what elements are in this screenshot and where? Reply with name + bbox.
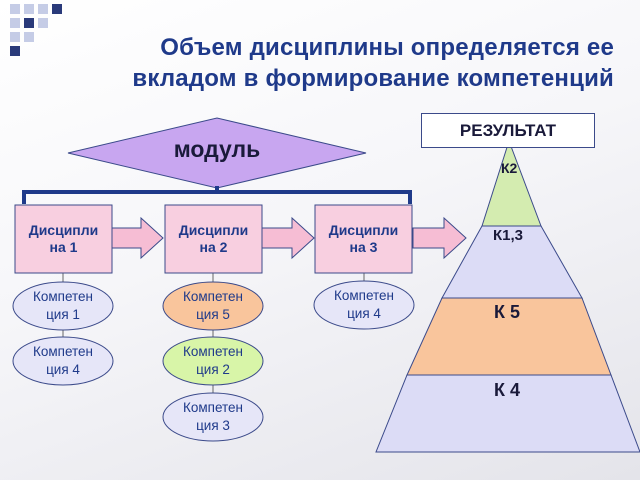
- slide-title-line2: вкладом в формирование компетенций: [132, 65, 614, 92]
- discipline-label-2: Дисципли на 2: [178, 222, 249, 255]
- result-box: РЕЗУЛЬТАТ: [421, 113, 595, 148]
- decor-square: [24, 18, 34, 28]
- pyramid-level-k2: [481, 139, 542, 227]
- decor-square: [38, 18, 48, 28]
- slide-title-line1: Объем дисциплины определяется ее: [160, 34, 614, 61]
- decor-square: [10, 32, 20, 42]
- competency-oval: [162, 336, 264, 386]
- discipline-box-1: [14, 204, 113, 274]
- decor-square: [24, 4, 34, 14]
- competency-label: Компетен ция 2: [182, 344, 244, 377]
- pyramid-label-k5: К 5: [494, 302, 520, 322]
- pyramid-level-k4: [375, 374, 640, 453]
- discipline-label-3: Дисципли на 3: [328, 222, 399, 255]
- competency-label: Компетен ция 4: [333, 288, 395, 321]
- decor-square: [38, 4, 48, 14]
- module-diamond: [67, 117, 367, 189]
- pyramid-label-k2: К2: [501, 160, 518, 176]
- module-label: модуль: [173, 136, 261, 162]
- pyramid-label-k13: К1,3: [493, 227, 524, 244]
- competency-oval: [12, 336, 114, 386]
- decor-square: [52, 4, 62, 14]
- competency-label: Компетен ция 5: [182, 289, 244, 322]
- competency-label: Компетен ция 3: [182, 400, 244, 433]
- discipline-box-2: [164, 204, 263, 274]
- decor-square: [10, 4, 20, 14]
- discipline-label-1: Дисципли на 1: [28, 222, 99, 255]
- pyramid-label-k4: К 4: [494, 380, 520, 400]
- competency-oval: [313, 280, 415, 330]
- arrow-right-icon: [261, 216, 315, 260]
- discipline-box-3: [314, 204, 413, 274]
- decor-square: [24, 32, 34, 42]
- competency-label: Компетен ция 1: [32, 289, 94, 322]
- decor-square: [10, 46, 20, 56]
- competency-label: Компетен ция 4: [32, 344, 94, 377]
- competency-oval: [12, 281, 114, 331]
- competency-oval: [162, 392, 264, 442]
- competency-oval: [162, 281, 264, 331]
- decor-square: [10, 18, 20, 28]
- arrow-right-icon: [111, 216, 164, 260]
- module-bracket: [22, 186, 412, 204]
- arrow-right-icon: [412, 216, 467, 260]
